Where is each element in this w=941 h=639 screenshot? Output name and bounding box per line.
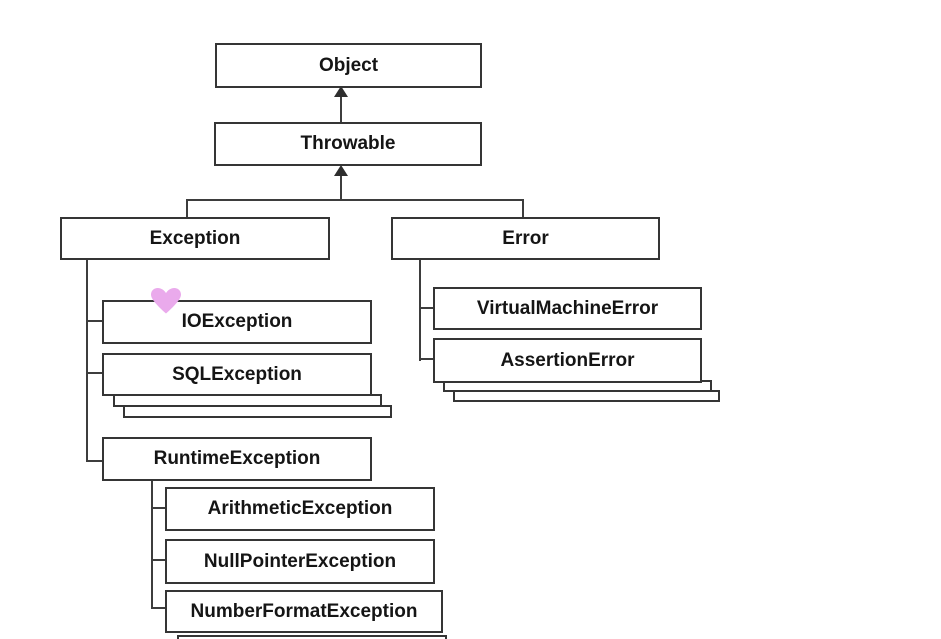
connector-stub-numberformat (151, 607, 167, 609)
connector-stub-assertionerror (419, 358, 435, 360)
connector-error-spine (419, 258, 421, 361)
connector-stub-virtualmachineerror (419, 307, 435, 309)
node-throwable: Throwable (214, 122, 482, 166)
connector-drop-error (522, 199, 524, 217)
connector-splitter-throwable (340, 174, 342, 201)
arrow-up-icon (334, 86, 348, 97)
node-number-format-exception: NumberFormatException (165, 590, 443, 633)
connector-stub-ioexception (86, 320, 104, 322)
connector-stub-sqlexception (86, 372, 104, 374)
node-arithmetic-exception: ArithmeticException (165, 487, 435, 531)
node-io-exception: IOException (102, 300, 372, 344)
connector-exception-spine (86, 258, 88, 462)
node-object: Object (215, 43, 482, 88)
node-error: Error (391, 217, 660, 260)
connector-stub-runtimeexception (86, 460, 104, 462)
heart-shape (151, 288, 181, 314)
arrow-up-icon (334, 165, 348, 176)
heart-icon (151, 288, 181, 314)
node-runtime-exception: RuntimeException (102, 437, 372, 481)
connector-splitter-horizontal (186, 199, 524, 201)
node-null-pointer-exception: NullPointerException (165, 539, 435, 584)
connector-runtime-spine (151, 479, 153, 609)
connector-throwable-object (340, 95, 342, 122)
node-assertion-error: AssertionError (433, 338, 702, 383)
connector-drop-exception (186, 199, 188, 217)
node-sql-exception: SQLException (102, 353, 372, 396)
node-virtual-machine-error: VirtualMachineError (433, 287, 702, 330)
partial-box-cutoff (177, 635, 447, 639)
connector-stub-arithmetic (151, 507, 167, 509)
node-exception: Exception (60, 217, 330, 260)
connector-stub-nullpointer (151, 559, 167, 561)
